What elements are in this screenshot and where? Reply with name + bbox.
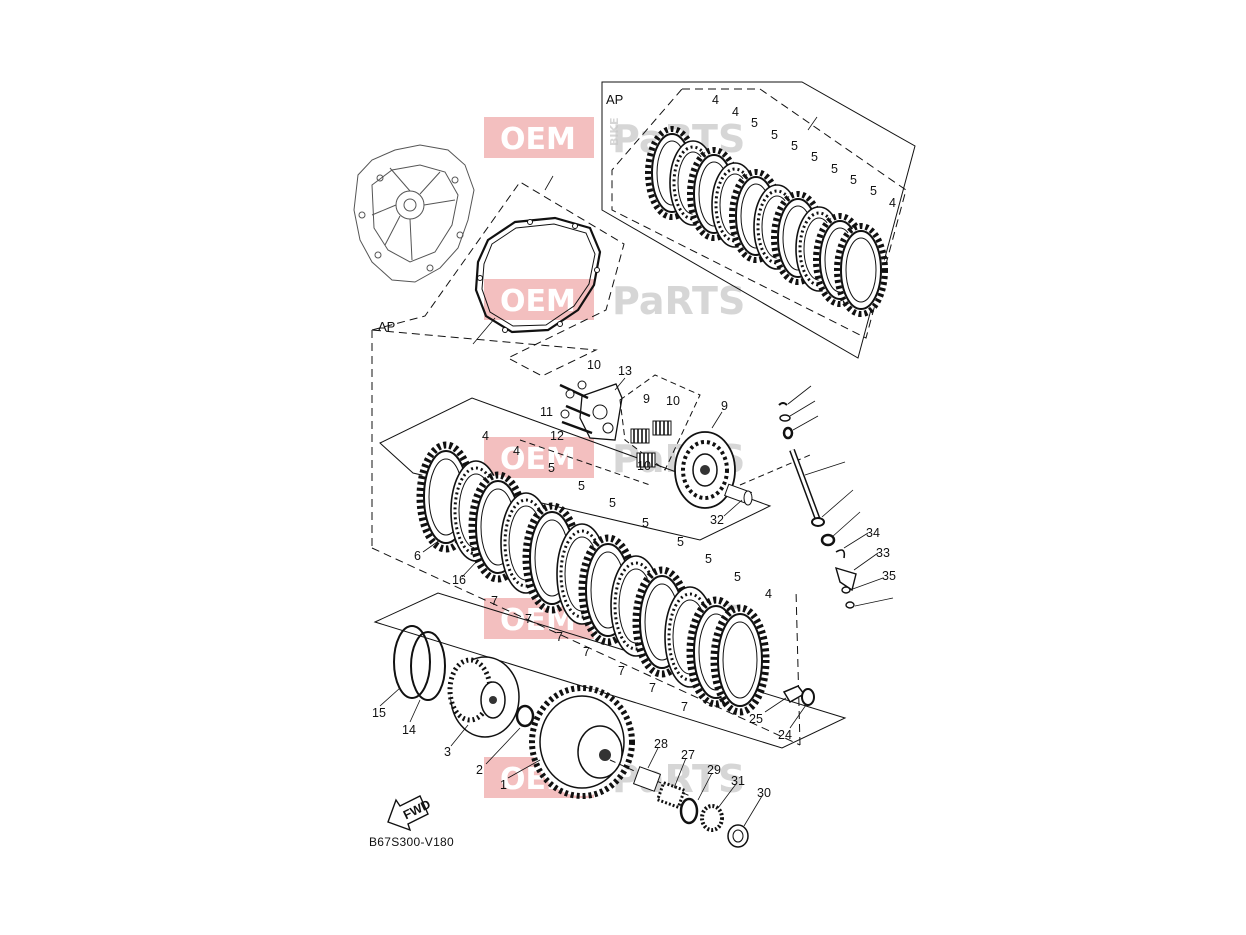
- callout-15: 24: [778, 728, 792, 742]
- callout-10: 10: [587, 358, 601, 372]
- callout-5: 5: [642, 516, 649, 530]
- callout-22: 32: [710, 513, 724, 527]
- pressure-plate-group: [519, 374, 753, 509]
- callout-7: 7: [618, 664, 625, 678]
- callout-7: 7: [681, 700, 688, 714]
- push-rod-assembly: [739, 402, 857, 609]
- callout-17: 27: [681, 748, 695, 762]
- gasket-frame: AP: [371, 181, 801, 746]
- callout-5: 5: [771, 128, 778, 142]
- callout-23: 33: [876, 546, 890, 560]
- callout-5: 5: [578, 479, 585, 493]
- watermark-upper-mid: OEM PaRTS: [484, 279, 745, 323]
- callout-7: 7: [649, 681, 656, 695]
- callout-12: 14: [402, 723, 416, 737]
- callout-14: 16: [452, 573, 466, 587]
- callout-24: 34: [866, 526, 880, 540]
- callout-5: 5: [811, 150, 818, 164]
- callout-7: 7: [556, 630, 563, 644]
- callout-20: 30: [757, 786, 771, 800]
- callout-10: 11: [540, 405, 553, 419]
- callout-8: 9: [721, 399, 728, 413]
- callout-5: 5: [791, 139, 798, 153]
- callout-13: 15: [372, 706, 386, 720]
- watermark-tail-text: PaRTS: [612, 279, 745, 323]
- callout-5: 5: [751, 116, 758, 130]
- callout-5: 5: [870, 184, 877, 198]
- callout-5: 5: [548, 461, 555, 475]
- callout-6: 6: [414, 549, 421, 563]
- main-plate-frame: [373, 397, 847, 749]
- callout-9: 10: [637, 459, 651, 473]
- callout-16: 25: [749, 712, 763, 726]
- ap-label-left: AP: [378, 319, 395, 334]
- ap-plate-set-frame: AP: [601, 81, 916, 359]
- callout-9: 9: [643, 392, 650, 406]
- callout-3: 3: [444, 745, 451, 759]
- callout-9: 10: [666, 394, 680, 408]
- callout-5: 5: [677, 535, 684, 549]
- callout-4: 4: [712, 93, 719, 107]
- callout-7: 7: [491, 594, 498, 608]
- callout-7: 7: [583, 645, 590, 659]
- callout-5: 5: [705, 552, 712, 566]
- callout-5: 5: [609, 496, 616, 510]
- callout-11: 13: [618, 364, 632, 378]
- callout-4: 4: [889, 196, 896, 210]
- callout-7: 7: [525, 612, 532, 626]
- watermark-main-text: OEM: [500, 442, 576, 477]
- lower-assembly: [393, 625, 815, 848]
- callout-18: 28: [654, 737, 668, 751]
- watermark-main-text: OEM: [500, 122, 576, 157]
- watermark-top: OEM BIKE PaRTS: [484, 117, 745, 161]
- diagram-code: B67S300-V180: [369, 835, 454, 849]
- callout-21: 31: [731, 774, 745, 788]
- callout-5: 5: [831, 162, 838, 176]
- callout-5: 5: [734, 570, 741, 584]
- callout-2: 2: [476, 763, 483, 777]
- ap-label-top: AP: [606, 92, 623, 107]
- callout-4: 4: [732, 105, 739, 119]
- crankcase-cover: [353, 144, 475, 283]
- watermark-main-text: OEM: [500, 284, 576, 319]
- gasket: [474, 216, 602, 334]
- callout-25: 35: [882, 569, 896, 583]
- leader-lines: [379, 116, 894, 827]
- fwd-arrow-icon: FWD: [387, 795, 433, 832]
- callout-4: 4: [513, 444, 520, 458]
- callout-labels: 4 4 5 5 5 5 5 5 5 4 10 13 11 12 9 10 10 …: [372, 93, 896, 800]
- watermark-sub-text: BIKE: [608, 117, 621, 146]
- callout-1: 1: [500, 778, 507, 792]
- callout-10: 12: [550, 429, 564, 443]
- callout-4: 4: [482, 429, 489, 443]
- callout-5: 5: [850, 173, 857, 187]
- callout-4: 4: [765, 587, 772, 601]
- callout-19: 29: [707, 763, 721, 777]
